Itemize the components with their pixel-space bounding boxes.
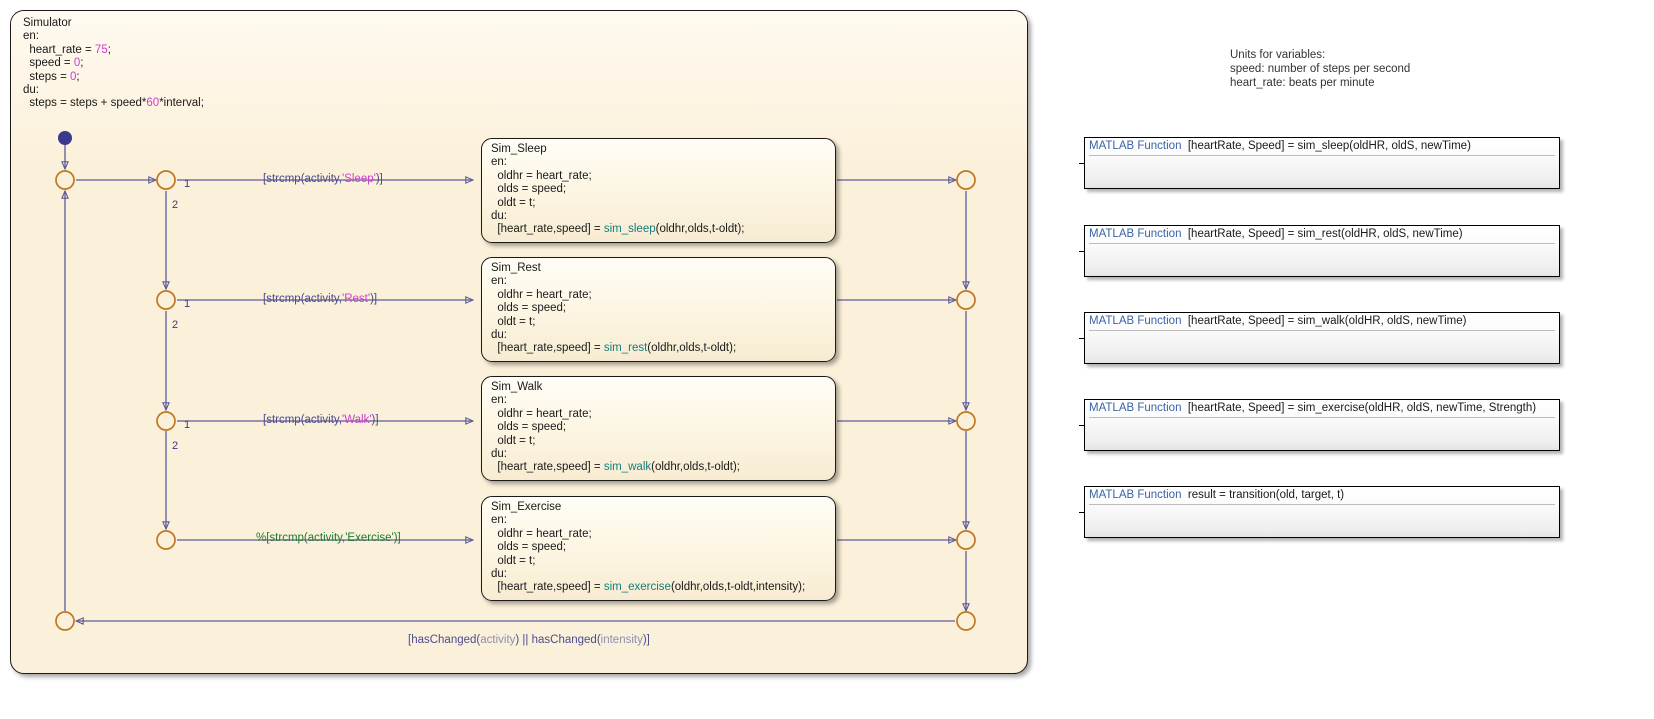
stateflow-chart-canvas[interactable]: Simulator en: heart_rate = 75; speed = 0…	[10, 10, 1028, 674]
matlab-function-signature: MATLAB Function [heartRate, Speed] = sim…	[1089, 315, 1555, 331]
junction-exit-walk	[956, 411, 976, 431]
junction-order-j-rest-2: 2	[172, 319, 179, 331]
matlab-function-prototype: result = transition(old, target, t)	[1181, 489, 1345, 501]
matlab-function-prototype: [heartRate, Speed] = sim_walk(oldHR, old…	[1181, 315, 1467, 327]
transition-wire-layer	[55, 131, 976, 631]
block-input-port	[1079, 251, 1085, 253]
state-sim-sleep[interactable]: Sim_Sleep en: oldhr = heart_rate; olds =…	[481, 138, 836, 243]
junction-order-j-rest-1: 1	[184, 298, 191, 310]
junction-decision-exercise	[156, 530, 176, 550]
junction-decision-rest	[156, 290, 176, 310]
junction-order-j-sleep-2: 2	[172, 199, 179, 211]
matlab-function-signature: MATLAB Function [heartRate, Speed] = sim…	[1089, 228, 1555, 244]
matlab-function-block-mf-sim-exercise[interactable]: MATLAB Function [heartRate, Speed] = sim…	[1079, 399, 1560, 451]
junction-exit-bottom	[956, 611, 976, 631]
block-input-port	[1079, 163, 1085, 165]
matlab-function-keyword: MATLAB Function	[1089, 228, 1182, 240]
matlab-function-signature: MATLAB Function [heartRate, Speed] = sim…	[1089, 140, 1555, 156]
block-input-port	[1079, 425, 1085, 427]
transition-label-cond-walk[interactable]: [strcmp(activity,'Walk')]	[263, 414, 379, 426]
matlab-function-keyword: MATLAB Function	[1089, 315, 1182, 327]
matlab-function-block-mf-sim-rest[interactable]: MATLAB Function [heartRate, Speed] = sim…	[1079, 225, 1560, 277]
junction-entry	[55, 170, 75, 190]
matlab-function-block-mf-sim-walk[interactable]: MATLAB Function [heartRate, Speed] = sim…	[1079, 312, 1560, 364]
state-sim-walk[interactable]: Sim_Walk en: oldhr = heart_rate; olds = …	[481, 376, 836, 481]
junction-decision-walk	[156, 411, 176, 431]
default-transition-marker	[58, 131, 72, 145]
matlab-function-prototype: [heartRate, Speed] = sim_rest(oldHR, old…	[1181, 228, 1463, 240]
transition-label-cond-haschanged[interactable]: [hasChanged(activity) || hasChanged(inte…	[408, 634, 650, 646]
state-sim-rest[interactable]: Sim_Rest en: oldhr = heart_rate; olds = …	[481, 257, 836, 362]
junction-order-j-sleep-1: 1	[184, 178, 191, 190]
matlab-function-prototype: [heartRate, Speed] = sim_sleep(oldHR, ol…	[1181, 140, 1471, 152]
transition-label-cond-sleep[interactable]: [strcmp(activity,'Sleep')]	[263, 173, 383, 185]
transition-label-cond-exercise[interactable]: %[strcmp(activity,'Exercise')]	[256, 532, 401, 544]
matlab-function-keyword: MATLAB Function	[1089, 140, 1182, 152]
junction-order-j-walk-1: 1	[184, 419, 191, 431]
matlab-function-block-mf-sim-sleep[interactable]: MATLAB Function [heartRate, Speed] = sim…	[1079, 137, 1560, 189]
junction-return-bottom	[55, 611, 75, 631]
junction-order-j-walk-2: 2	[172, 440, 179, 452]
junction-exit-rest	[956, 290, 976, 310]
junction-decision-sleep	[156, 170, 176, 190]
units-annotation: Units for variables: speed: number of st…	[1230, 49, 1411, 90]
transition-label-cond-rest[interactable]: [strcmp(activity,'Rest')]	[263, 293, 378, 305]
chart-entry-action-label: Simulator en: heart_rate = 75; speed = 0…	[23, 17, 204, 110]
matlab-function-keyword: MATLAB Function	[1089, 402, 1182, 414]
junction-exit-exercise	[956, 530, 976, 550]
matlab-function-signature: MATLAB Function [heartRate, Speed] = sim…	[1089, 402, 1555, 418]
block-input-port	[1079, 338, 1085, 340]
matlab-function-prototype: [heartRate, Speed] = sim_exercise(oldHR,…	[1181, 402, 1537, 414]
matlab-function-signature: MATLAB Function result = transition(old,…	[1089, 489, 1555, 505]
state-sim-exercise[interactable]: Sim_Exercise en: oldhr = heart_rate; old…	[481, 496, 836, 601]
block-input-port	[1079, 512, 1085, 514]
matlab-function-block-mf-transition[interactable]: MATLAB Function result = transition(old,…	[1079, 486, 1560, 538]
junction-exit-sleep	[956, 170, 976, 190]
matlab-function-keyword: MATLAB Function	[1089, 489, 1182, 501]
